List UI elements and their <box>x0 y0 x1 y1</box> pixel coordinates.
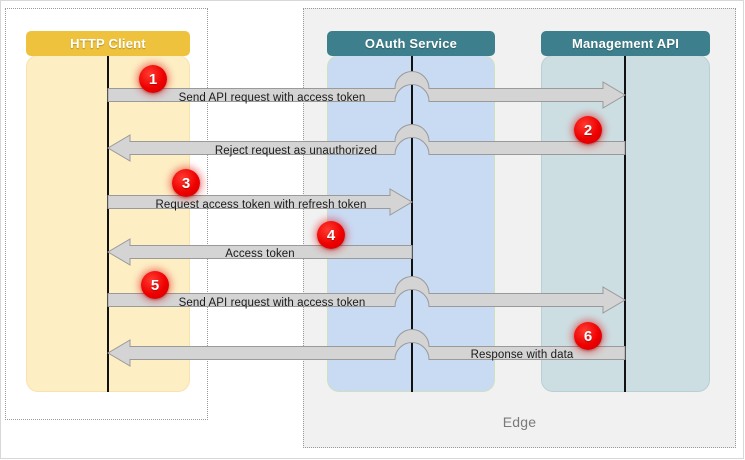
lifeline-client <box>107 55 109 392</box>
step-badge-1[interactable]: 1 <box>139 65 167 93</box>
step-badge-2[interactable]: 2 <box>574 116 602 144</box>
message-arrow-2[interactable] <box>107 124 626 162</box>
client-region <box>5 8 208 420</box>
participant-label-mgmt: Management API <box>571 36 680 51</box>
message-label-5: Send API request with access token <box>178 297 366 309</box>
participant-label-oauth: OAuth Service <box>364 36 458 51</box>
step-badge-5[interactable]: 5 <box>141 271 169 299</box>
edge-region-label: Edge <box>502 414 537 430</box>
lifeline-oauth <box>411 55 413 392</box>
step-badge-3[interactable]: 3 <box>172 169 200 197</box>
message-arrow-1[interactable] <box>107 71 626 109</box>
step-badge-4[interactable]: 4 <box>317 221 345 249</box>
lifeline-mgmt <box>624 55 626 392</box>
message-label-1: Send API request with access token <box>178 92 366 104</box>
participant-label-client: HTTP Client <box>70 36 146 51</box>
message-label-3: Request access token with refresh token <box>155 199 367 211</box>
participant-header-client[interactable]: HTTP Client <box>26 31 190 56</box>
message-label-6: Response with data <box>470 349 574 361</box>
step-badge-6[interactable]: 6 <box>574 322 602 350</box>
participant-header-mgmt[interactable]: Management API <box>541 31 710 56</box>
participant-header-oauth[interactable]: OAuth Service <box>327 31 495 56</box>
message-arrow-6[interactable] <box>107 329 626 367</box>
message-arrow-5[interactable] <box>107 276 626 314</box>
message-label-4: Access token <box>225 248 295 260</box>
message-label-2: Reject request as unauthorized <box>214 145 378 157</box>
